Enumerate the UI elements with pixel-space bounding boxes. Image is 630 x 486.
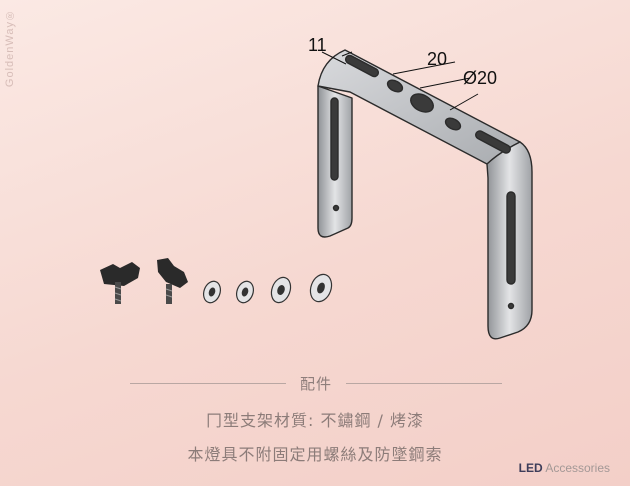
spec-notice: 本燈具不附固定用螺絲及防墜鋼索 (187, 445, 443, 464)
dimension-hole-diameter: Ø20 (463, 68, 497, 88)
footer-brand: LED Accessories (519, 461, 610, 475)
section-divider: 配件 (130, 372, 503, 394)
right-leg-slot (506, 191, 516, 285)
top-hole-large (410, 93, 434, 113)
footer-brand-light: Accessories (545, 461, 610, 475)
footer-brand-strong: LED (518, 461, 543, 475)
right-leg-hole (507, 302, 515, 310)
washers (202, 273, 333, 304)
knob-bolt-2 (157, 258, 188, 304)
divider-line-right (346, 382, 503, 384)
left-leg-hole (332, 204, 340, 212)
dimension-spacing: 20 (427, 49, 447, 69)
top-slot-left (344, 54, 380, 78)
u-bracket (317, 49, 533, 340)
left-leg-slot (330, 97, 339, 181)
section-title: 配件 (300, 374, 333, 393)
dimension-lines (321, 51, 479, 111)
top-slot-right (475, 130, 511, 154)
top-hole-small-1 (386, 79, 404, 93)
dimension-slot-width: 11 (308, 35, 327, 55)
divider-line-left (130, 382, 286, 384)
spec-material: 冂型支架材質: 不鏽鋼 / 烤漆 (205, 411, 425, 430)
top-hole-small-2 (444, 117, 462, 131)
knob-bolt-1 (100, 262, 140, 304)
